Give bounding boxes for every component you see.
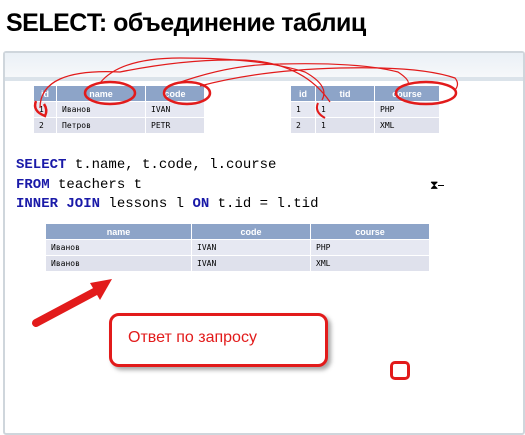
sql-text: lessons l bbox=[100, 196, 193, 212]
table-row: 2 Петров PETR bbox=[33, 117, 205, 134]
column-header: name bbox=[56, 85, 146, 102]
stop-icon[interactable] bbox=[390, 361, 410, 380]
sql-line: FROM teachers t bbox=[16, 176, 318, 196]
sql-keyword: SELECT bbox=[16, 157, 67, 173]
sql-query: SELECT t.name, t.code, l.course FROM tea… bbox=[16, 156, 318, 215]
sql-keyword: INNER JOIN bbox=[16, 196, 101, 212]
table-cell: PETR bbox=[145, 117, 205, 134]
column-header: name bbox=[45, 223, 192, 240]
table-header-row: name code course bbox=[45, 223, 430, 240]
table-header-row: id tid course bbox=[290, 85, 440, 102]
table-cell: 1 bbox=[33, 101, 57, 118]
sql-line: INNER JOIN lessons l ON t.id = l.tid bbox=[16, 195, 318, 215]
sql-keyword: FROM bbox=[16, 176, 50, 193]
table-cell: IVAN bbox=[191, 239, 311, 256]
table-row: 2 1 XML bbox=[290, 117, 440, 134]
slide-title: SELECT: объединение таблиц bbox=[6, 9, 366, 37]
column-header: id bbox=[290, 85, 316, 102]
sql-text: t.name, t.code, l.course bbox=[66, 157, 277, 173]
table-cell: 2 bbox=[290, 117, 316, 134]
table-cell: 1 bbox=[315, 101, 375, 118]
table-cell: PHP bbox=[310, 239, 430, 256]
slide-header-divider bbox=[5, 77, 523, 81]
table-row: Иванов IVAN XML bbox=[45, 255, 430, 272]
column-header: tid bbox=[315, 85, 375, 102]
table-cell: 1 bbox=[290, 101, 316, 118]
result-table: name code course Иванов IVAN PHP Иванов … bbox=[45, 223, 430, 272]
sql-keyword: ON bbox=[192, 196, 210, 212]
lessons-table: id tid course 1 1 PHP 2 1 XML bbox=[290, 85, 440, 134]
slide-header-band bbox=[5, 53, 523, 78]
table-cell: Иванов bbox=[45, 239, 192, 256]
sql-text: teachers t bbox=[49, 176, 143, 193]
table-row: 1 1 PHP bbox=[290, 101, 440, 118]
sql-line: SELECT t.name, t.code, l.course bbox=[16, 156, 318, 176]
table-cell: IVAN bbox=[145, 101, 205, 118]
table-cell: XML bbox=[374, 117, 440, 134]
table-cell: Иванов bbox=[45, 255, 192, 272]
column-header: course bbox=[310, 223, 430, 240]
sql-text: t.id = l.tid bbox=[209, 196, 319, 212]
column-header: course bbox=[374, 85, 440, 102]
table-row: Иванов IVAN PHP bbox=[45, 239, 430, 256]
table-header-row: id name code bbox=[33, 85, 205, 102]
table-cell: XML bbox=[310, 255, 430, 272]
hourglass-icon: ⧗ bbox=[430, 178, 445, 193]
table-cell: Петров bbox=[56, 117, 146, 134]
table-cell: PHP bbox=[374, 101, 440, 118]
table-cell: 1 bbox=[315, 117, 375, 134]
table-row: 1 Иванов IVAN bbox=[33, 101, 205, 118]
callout-text: Ответ по запросу bbox=[128, 329, 257, 346]
column-header: code bbox=[191, 223, 311, 240]
answer-callout: Ответ по запросу bbox=[109, 313, 328, 367]
column-header: id bbox=[33, 85, 57, 102]
teachers-table: id name code 1 Иванов IVAN 2 Петров PETR bbox=[33, 85, 205, 134]
table-cell: IVAN bbox=[191, 255, 311, 272]
table-cell: 2 bbox=[33, 117, 57, 134]
column-header: code bbox=[145, 85, 205, 102]
table-cell: Иванов bbox=[56, 101, 146, 118]
